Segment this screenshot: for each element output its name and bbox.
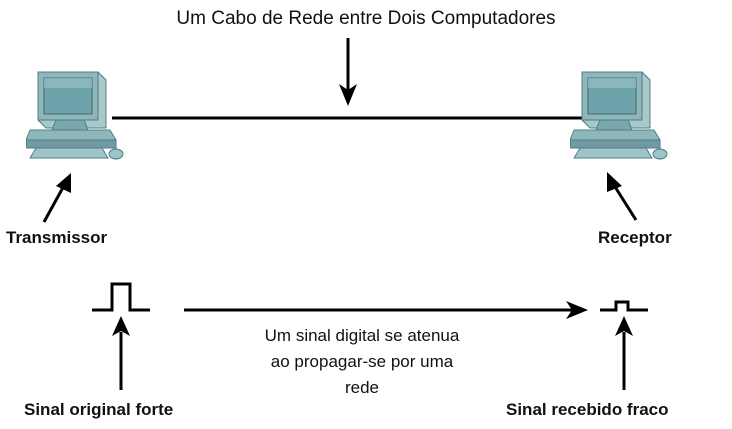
receiver-arrow-head xyxy=(607,172,622,192)
desktop-computer-icon xyxy=(570,71,668,160)
received-signal-arrow-head xyxy=(615,316,633,336)
attenuation-caption: Um sinal digital se atenua ao propagar-s… xyxy=(264,326,460,397)
transmitter-label: Transmissor xyxy=(6,228,108,247)
transmitter-arrow-head xyxy=(56,173,71,193)
strong-pulse xyxy=(92,282,150,312)
original-signal-label: Sinal original forte xyxy=(24,400,174,419)
desktop-computer-icon xyxy=(26,71,124,160)
weak-pulse xyxy=(600,300,648,312)
received-signal-label: Sinal recebido fraco xyxy=(506,400,669,419)
diagram-title: Um Cabo de Rede entre Dois Computadores xyxy=(176,8,556,29)
original-signal-arrow-head xyxy=(112,316,130,336)
title-arrow-head xyxy=(339,84,357,106)
propagation-arrow-head xyxy=(566,301,588,319)
receiver-label: Receptor xyxy=(598,228,672,247)
